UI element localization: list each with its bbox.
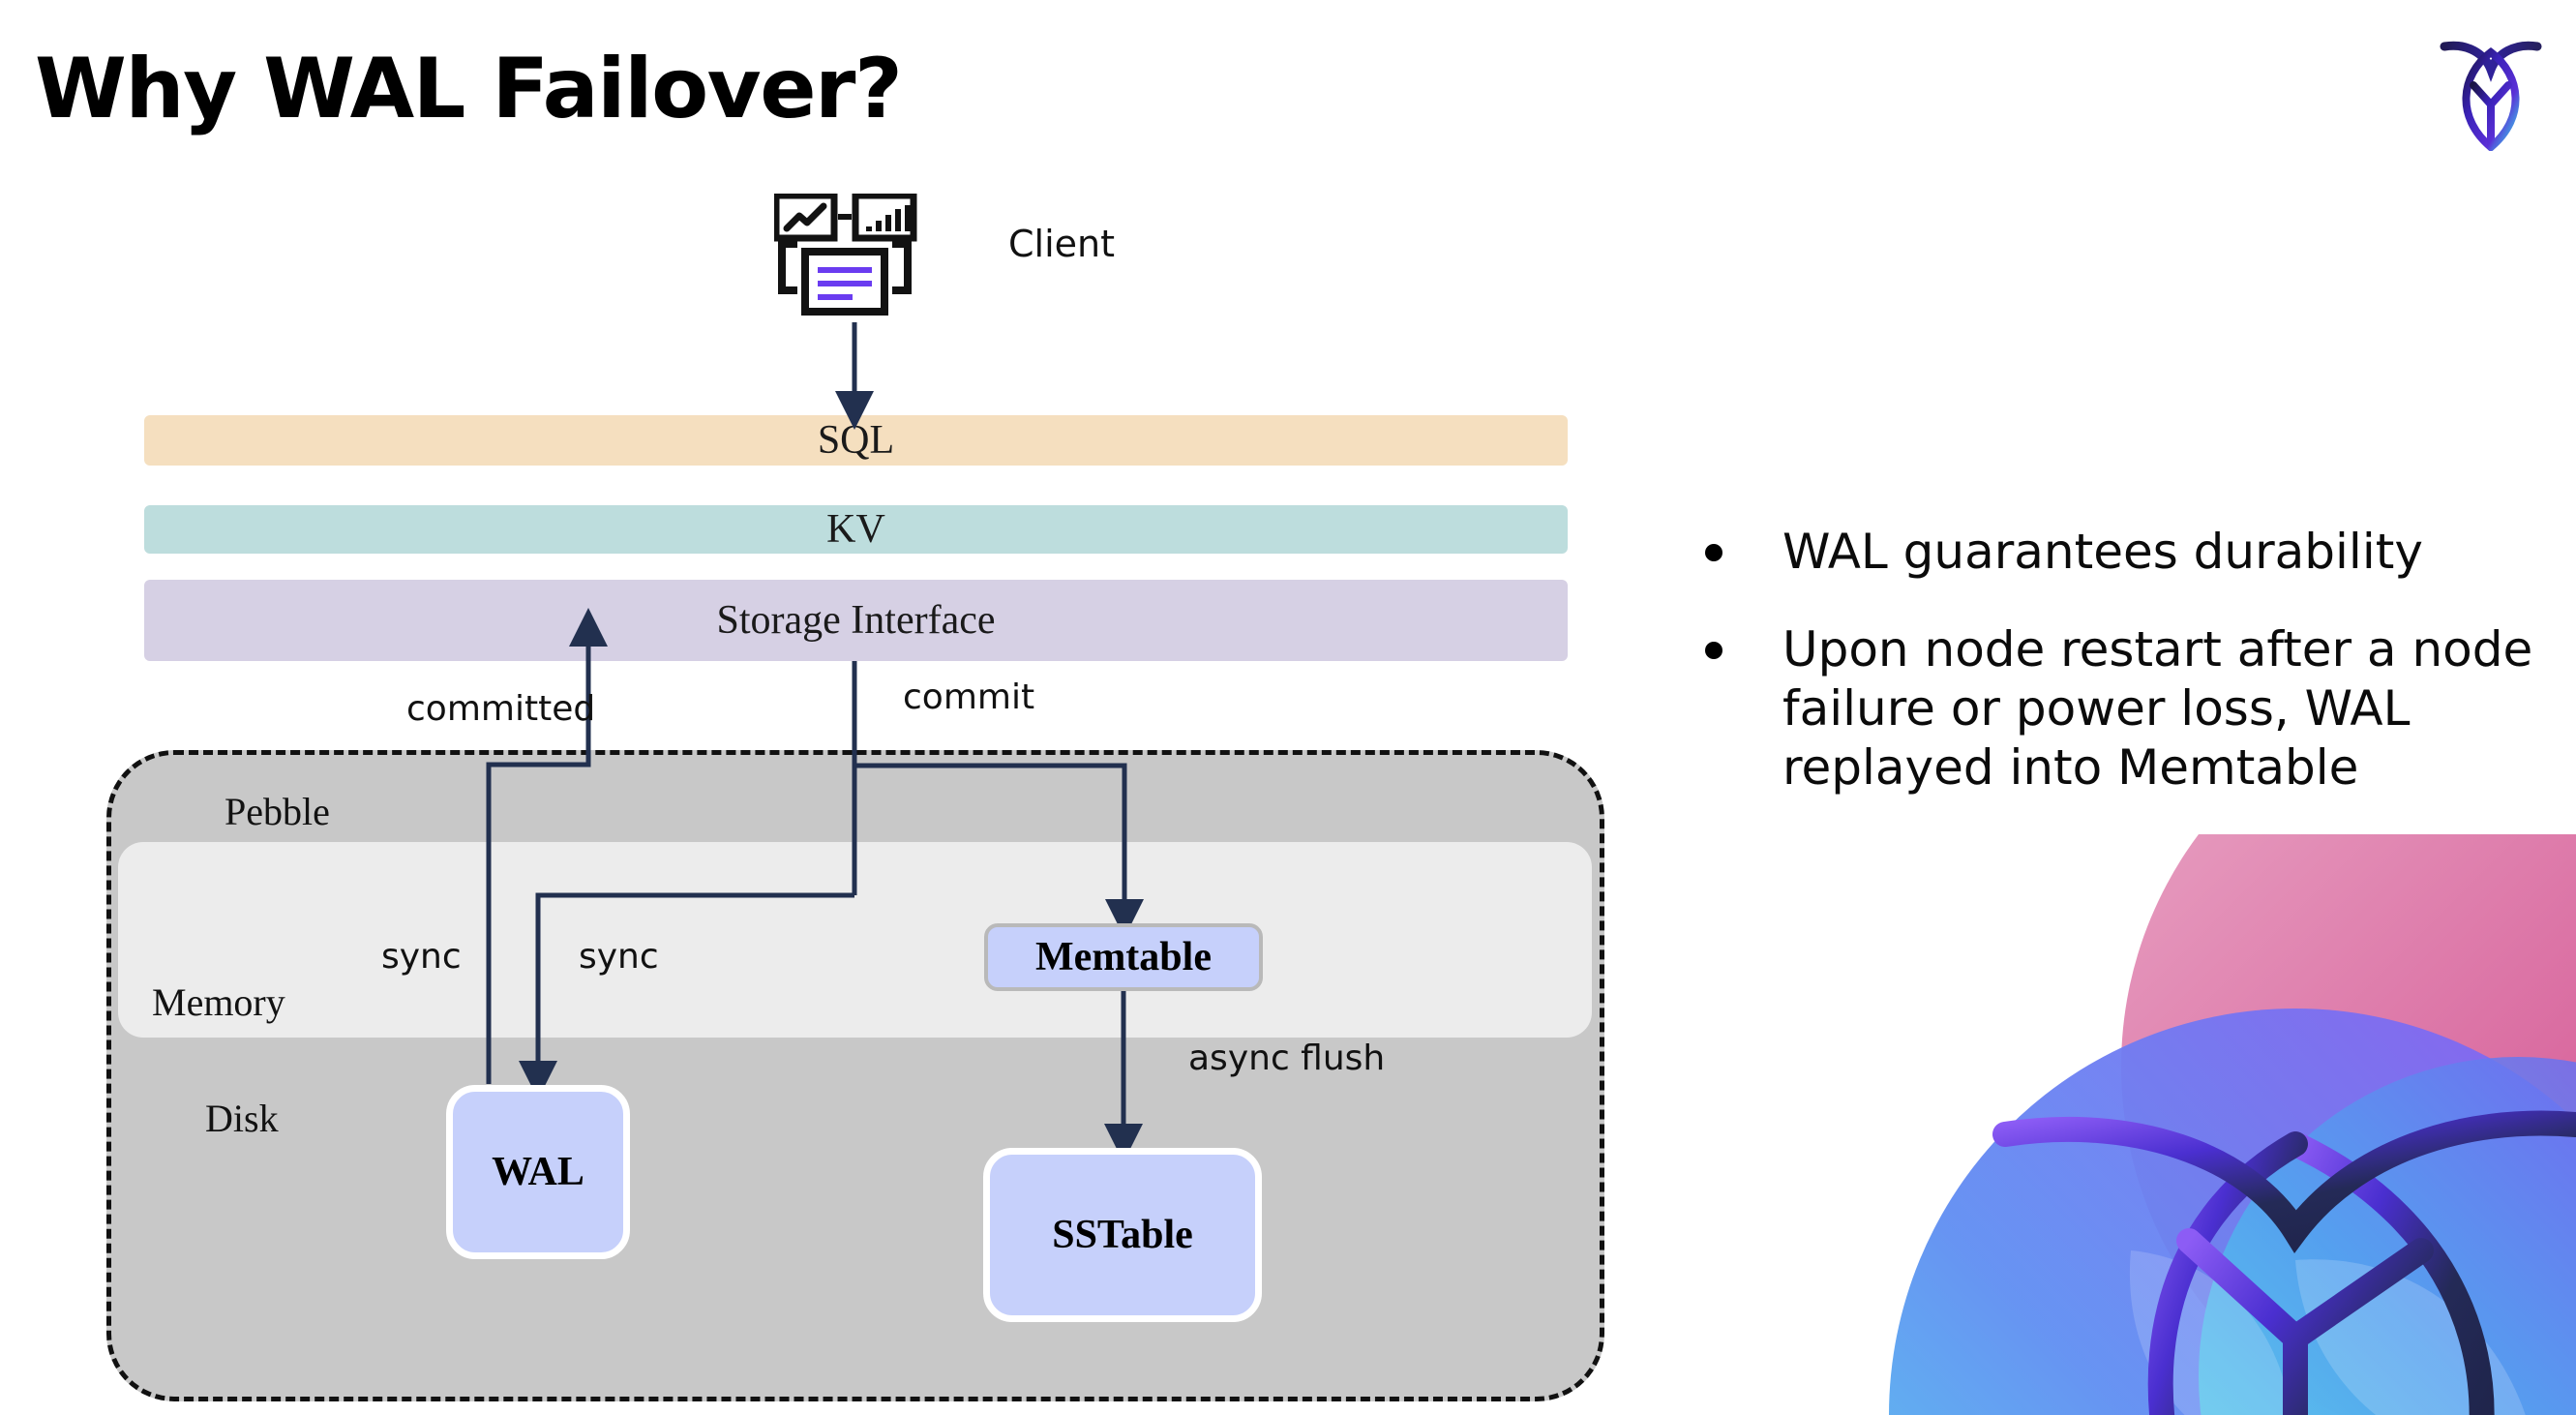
cockroachdb-logo — [2433, 25, 2549, 153]
memory-label: Memory — [152, 980, 285, 1024]
edge-label-committed: committed — [406, 689, 596, 729]
edge-label-sync-right: sync — [579, 937, 659, 977]
node-wal-label: WAL — [492, 1150, 584, 1194]
node-memtable-label: Memtable — [1035, 935, 1212, 979]
cockroach-corner-mark — [1841, 834, 2576, 1415]
layer-label-sql: SQL — [817, 418, 895, 463]
layer-bar-storage: Storage Interface — [144, 580, 1568, 661]
client-label: Client — [1008, 223, 1116, 265]
edge-label-sync-left: sync — [381, 937, 462, 977]
node-wal: WAL — [446, 1085, 630, 1259]
node-sstable: SSTable — [983, 1148, 1262, 1322]
layer-bar-kv: KV — [144, 505, 1568, 554]
list-item: WAL guarantees durability — [1705, 523, 2557, 582]
layer-bar-sql: SQL — [144, 415, 1568, 466]
edge-label-commit: commit — [903, 677, 1035, 717]
edge-label-async-flush: async flush — [1188, 1039, 1386, 1078]
bullet-text: WAL guarantees durability — [1782, 524, 2423, 580]
architecture-diagram: Client SQL KV Storage Interface Pebble M… — [106, 192, 1604, 1401]
bullet-text: Upon node restart after a node failure o… — [1782, 621, 2533, 796]
layer-label-kv: KV — [826, 507, 885, 552]
layer-label-storage: Storage Interface — [716, 598, 996, 643]
node-sstable-label: SSTable — [1052, 1213, 1193, 1257]
bullet-dot-icon — [1705, 544, 1722, 561]
disk-label: Disk — [205, 1097, 279, 1140]
memory-region — [118, 842, 1592, 1038]
client-dashboard-icon — [772, 192, 931, 319]
page-title: Why WAL Failover? — [35, 41, 903, 137]
bullet-dot-icon — [1705, 642, 1722, 659]
node-memtable: Memtable — [984, 923, 1263, 991]
pebble-label: Pebble — [225, 790, 330, 833]
list-item: Upon node restart after a node failure o… — [1705, 620, 2557, 798]
bullet-list: WAL guarantees durability Upon node rest… — [1705, 523, 2557, 836]
